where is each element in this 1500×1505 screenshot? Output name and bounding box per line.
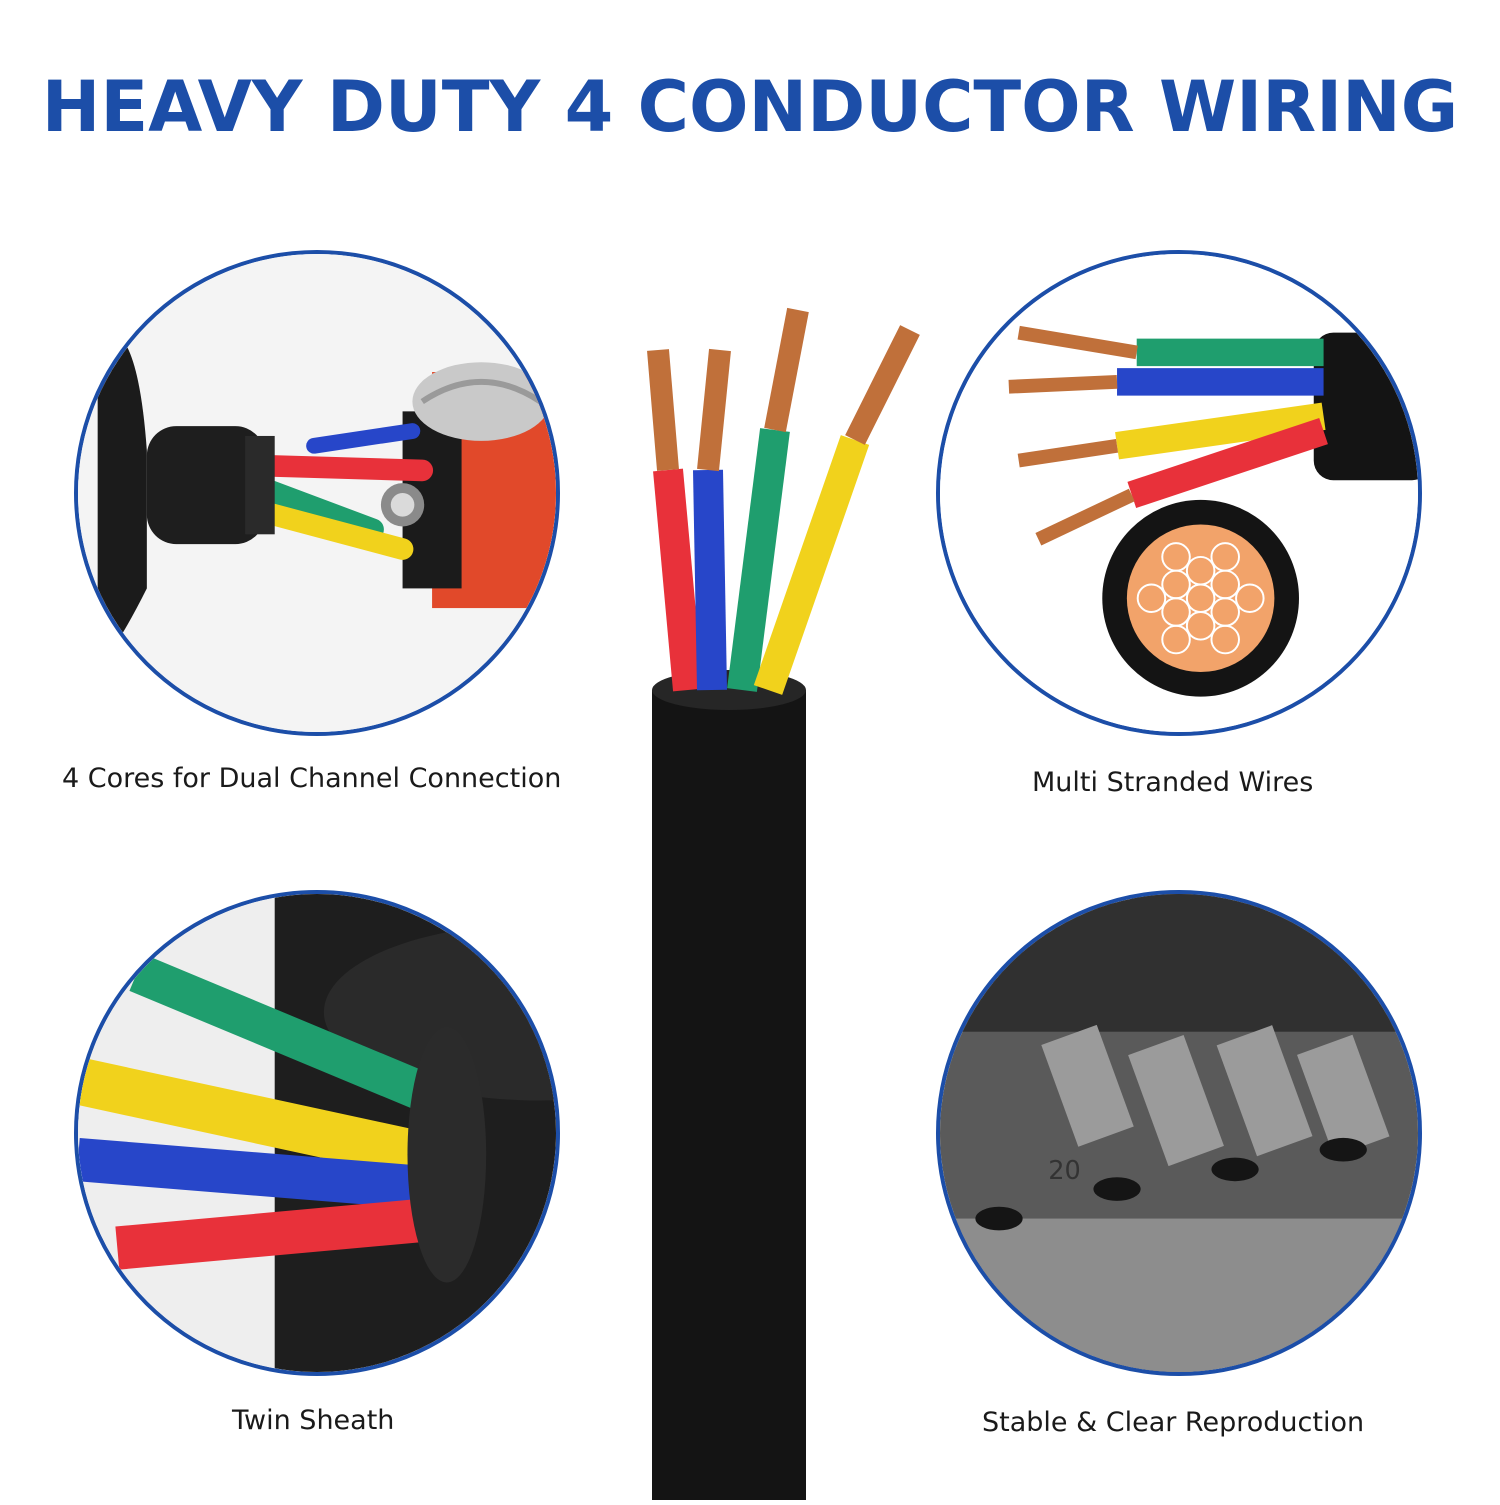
feature-caption-stranded: Multi Stranded Wires [1032,767,1314,798]
console-label: 20 [1048,1156,1081,1186]
feature-caption-sheath: Twin Sheath [232,1405,395,1436]
twin-sheath-photo [74,890,560,1376]
feature-caption-reproduction: Stable & Clear Reproduction [982,1407,1365,1438]
stranded-wires-photo [936,250,1422,736]
cable-photo [600,290,940,1500]
feature-caption-cores: 4 Cores for Dual Channel Connection [62,763,562,794]
mixing-console-photo: 20 [936,890,1422,1376]
connector-wiring-photo [74,250,560,736]
page-title: HEAVY DUTY 4 CONDUCTOR WIRING [41,66,1459,148]
